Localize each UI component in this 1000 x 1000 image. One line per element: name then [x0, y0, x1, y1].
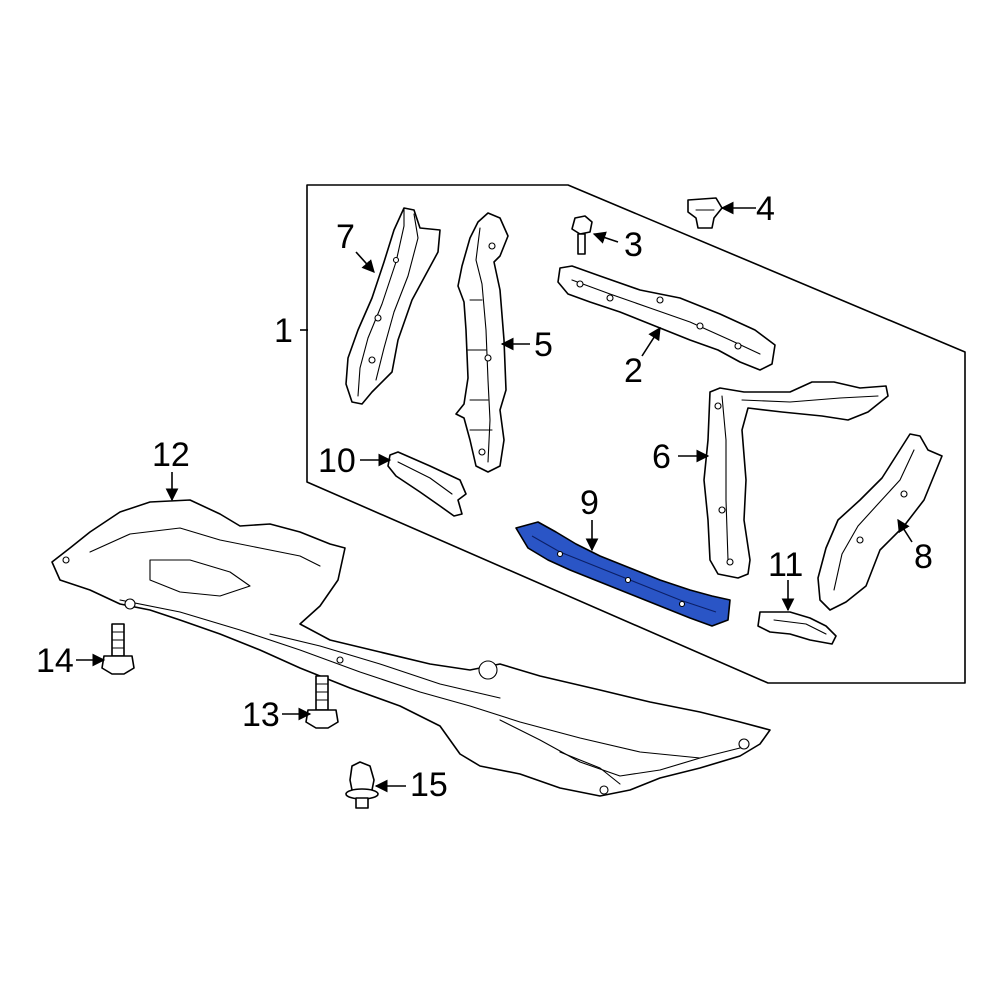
- callout-labels: 1 7 5 3 4 2 6 8 9 10 11 12 13 14 15: [36, 190, 933, 804]
- callout-3: 3: [624, 226, 643, 264]
- part-15-push-clip[interactable]: [345, 761, 379, 809]
- part-14-bolt[interactable]: [101, 623, 135, 675]
- callout-13: 13: [242, 696, 280, 734]
- part-7-left-side-support[interactable]: [345, 207, 441, 405]
- callout-11: 11: [768, 546, 803, 584]
- part-12-engine-under-cover[interactable]: [51, 499, 771, 797]
- part-11-lower-right-bracket[interactable]: [757, 611, 837, 645]
- part-3-bolt[interactable]: [571, 215, 593, 255]
- callout-8: 8: [914, 538, 933, 576]
- callout-9: 9: [580, 484, 599, 522]
- callout-12: 12: [152, 436, 190, 474]
- part-8-right-side-support[interactable]: [817, 433, 943, 611]
- part-2-upper-tie-bar[interactable]: [557, 265, 776, 371]
- part-4-clip-nut[interactable]: [687, 197, 723, 229]
- part-10-lower-left-bracket[interactable]: [387, 451, 467, 517]
- assembly-group-outline: [306, 184, 966, 684]
- part-13-bolt[interactable]: [305, 675, 339, 729]
- part-5-left-vertical-support[interactable]: [455, 212, 509, 473]
- leader-lines: [76, 201, 913, 793]
- part-9-lower-tie-bar-highlighted[interactable]: [515, 521, 731, 627]
- part-6-right-vertical-support[interactable]: [703, 381, 889, 579]
- callout-15: 15: [410, 766, 448, 804]
- callout-5: 5: [534, 326, 553, 364]
- callout-6: 6: [652, 438, 671, 476]
- callout-2: 2: [624, 352, 643, 390]
- callout-14: 14: [36, 642, 74, 680]
- callout-10: 10: [318, 442, 356, 480]
- callout-7: 7: [336, 218, 355, 256]
- callout-4: 4: [756, 190, 775, 228]
- callout-1: 1: [274, 312, 293, 350]
